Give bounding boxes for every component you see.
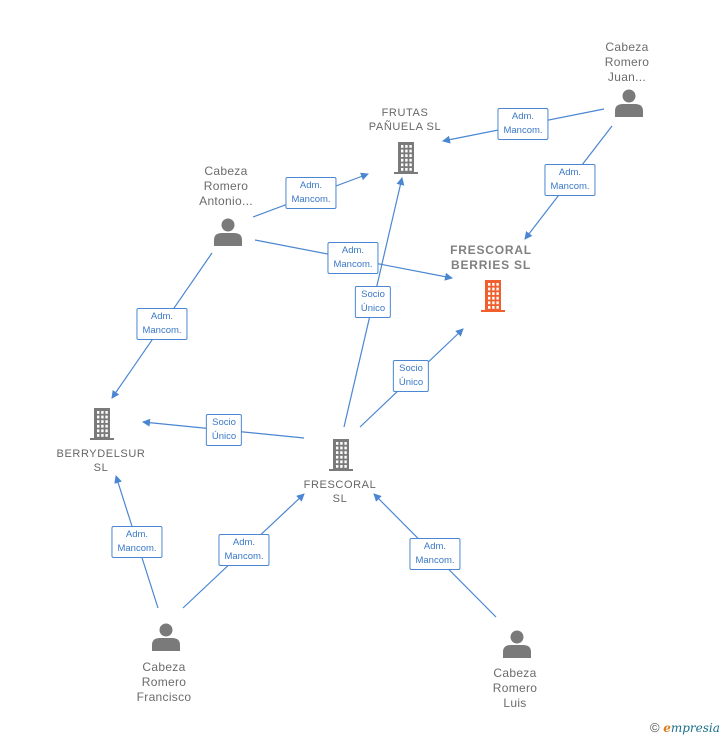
building-icon-frutas[interactable] — [394, 142, 418, 174]
edge-label-e2[interactable]: Adm. Mancom. — [544, 164, 596, 196]
node-label-frescoral[interactable]: FRESCORAL SL — [303, 479, 377, 505]
building-icon-berrydelsur[interactable] — [90, 408, 114, 440]
edge-label-e11[interactable]: Adm. Mancom. — [409, 538, 461, 570]
person-icon-cabeza-juan[interactable] — [615, 89, 643, 118]
edge-label-e6[interactable]: Socio Único — [354, 286, 392, 318]
building-icon-frescoral-berries[interactable] — [481, 280, 505, 312]
node-label-cabeza-antonio[interactable]: Cabeza Romero Antonio... — [199, 164, 253, 208]
node-label-berrydelsur[interactable]: BERRYDELSUR SL — [56, 448, 146, 474]
node-label-frutas[interactable]: FRUTAS PAÑUELA SL — [368, 107, 442, 133]
edge-label-e7[interactable]: Socio Único — [392, 360, 430, 392]
edge-label-e4[interactable]: Adm. Mancom. — [327, 242, 379, 274]
brand-logo: empresia — [663, 721, 720, 735]
edge-label-e5[interactable]: Adm. Mancom. — [136, 308, 188, 340]
node-label-cabeza-francisco[interactable]: Cabeza Romero Francisco — [136, 660, 192, 704]
person-icon-cabeza-francisco[interactable] — [152, 623, 180, 652]
edge-label-e8[interactable]: Socio Único — [205, 414, 243, 446]
edge-label-e10[interactable]: Adm. Mancom. — [218, 534, 270, 566]
edge-label-e9[interactable]: Adm. Mancom. — [111, 526, 163, 558]
node-label-frescoral-berries[interactable]: FRESCORAL BERRIES SL — [450, 243, 532, 272]
building-icon-frescoral[interactable] — [329, 439, 353, 471]
edge-label-e3[interactable]: Adm. Mancom. — [285, 177, 337, 209]
footer-brand: © empresia — [650, 720, 720, 735]
person-icon-cabeza-luis[interactable] — [503, 630, 531, 659]
node-label-cabeza-juan[interactable]: Cabeza Romero Juan... — [604, 40, 650, 84]
node-label-cabeza-luis[interactable]: Cabeza Romero Luis — [492, 666, 538, 710]
person-icon-cabeza-antonio[interactable] — [214, 218, 242, 247]
copyright-symbol: © — [650, 720, 660, 735]
edge-label-e1[interactable]: Adm. Mancom. — [497, 108, 549, 140]
